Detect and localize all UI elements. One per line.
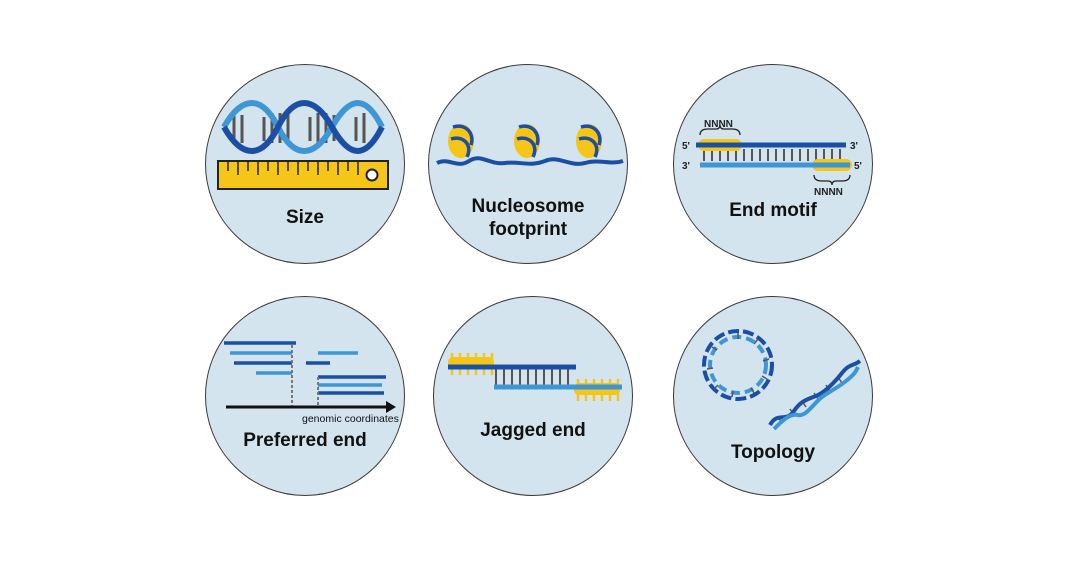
- size-label: Size: [285, 207, 325, 228]
- label-line-2: footprint: [488, 219, 568, 240]
- nucleosome-illustration: [436, 124, 624, 166]
- jagged-end-illustration: [448, 353, 622, 401]
- dna-strand-icon: [436, 156, 624, 166]
- bottom-motif-bracket-icon: [813, 174, 851, 186]
- bottom-right-end-label: 5': [854, 161, 862, 172]
- nucleosome-footprint-label: Nucleosome footprint: [429, 195, 627, 241]
- jagged-end-panel: Jagged end: [433, 296, 633, 496]
- preferred-end-label: Preferred end: [243, 430, 367, 451]
- top-motif-text: NNNN: [704, 119, 733, 130]
- linear-dna-icon: [768, 359, 862, 431]
- axis-label: genomic coordinates: [302, 413, 399, 425]
- topology-panel: Topology: [673, 296, 873, 496]
- size-illustration: [217, 100, 389, 190]
- label-line-1: Nucleosome: [471, 196, 585, 217]
- end-motif-label: End motif: [729, 200, 817, 221]
- nucleosome-footprint-panel: Nucleosome footprint: [428, 64, 628, 264]
- bottom-motif-text: NNNN: [814, 187, 843, 198]
- dna-helix-icon: [221, 100, 385, 154]
- circular-dna-icon: [702, 329, 774, 401]
- nucleosome-icon: [448, 124, 474, 158]
- size-panel: Size: [205, 64, 405, 264]
- axis-arrow-icon: [386, 401, 396, 413]
- top-motif-bracket-icon: [699, 124, 741, 136]
- bottom-left-end-label: 3': [682, 161, 690, 172]
- ruler-icon: [217, 160, 389, 190]
- end-motif-illustration: NNNN NNNN 5' 3' 3' 5': [682, 119, 862, 198]
- nucleosome-icon: [514, 124, 540, 158]
- preferred-end-illustration: genomic coordinates: [224, 341, 399, 425]
- preferred-end-panel: genomic coordinates Preferred end: [205, 296, 405, 496]
- jagged-end-label: Jagged end: [480, 420, 586, 441]
- topology-label: Topology: [730, 442, 816, 463]
- nucleosome-icon: [576, 124, 602, 158]
- top-left-end-label: 5': [682, 141, 690, 152]
- top-right-end-label: 3': [850, 141, 858, 152]
- end-motif-panel: NNNN NNNN 5' 3' 3' 5' End motif: [673, 64, 873, 264]
- topology-illustration: [702, 329, 862, 431]
